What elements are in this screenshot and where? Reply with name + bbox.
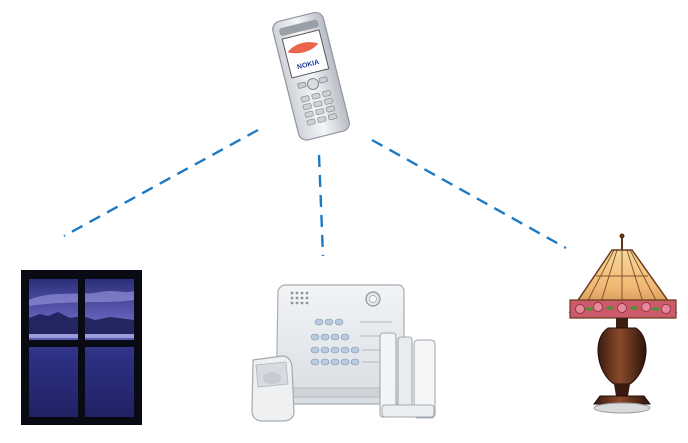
phone-icon: NOKIA <box>272 11 350 141</box>
contact-sensor-icon <box>379 332 436 419</box>
motion-sensor-icon <box>251 355 295 422</box>
lamp-icon <box>568 233 678 414</box>
window-icon <box>21 270 142 425</box>
link-to-window <box>63 128 259 238</box>
alarm-panel-icon <box>275 284 405 405</box>
link-to-lamp <box>371 138 567 250</box>
link-to-security-panel <box>317 154 325 257</box>
connection-lines <box>63 128 567 257</box>
